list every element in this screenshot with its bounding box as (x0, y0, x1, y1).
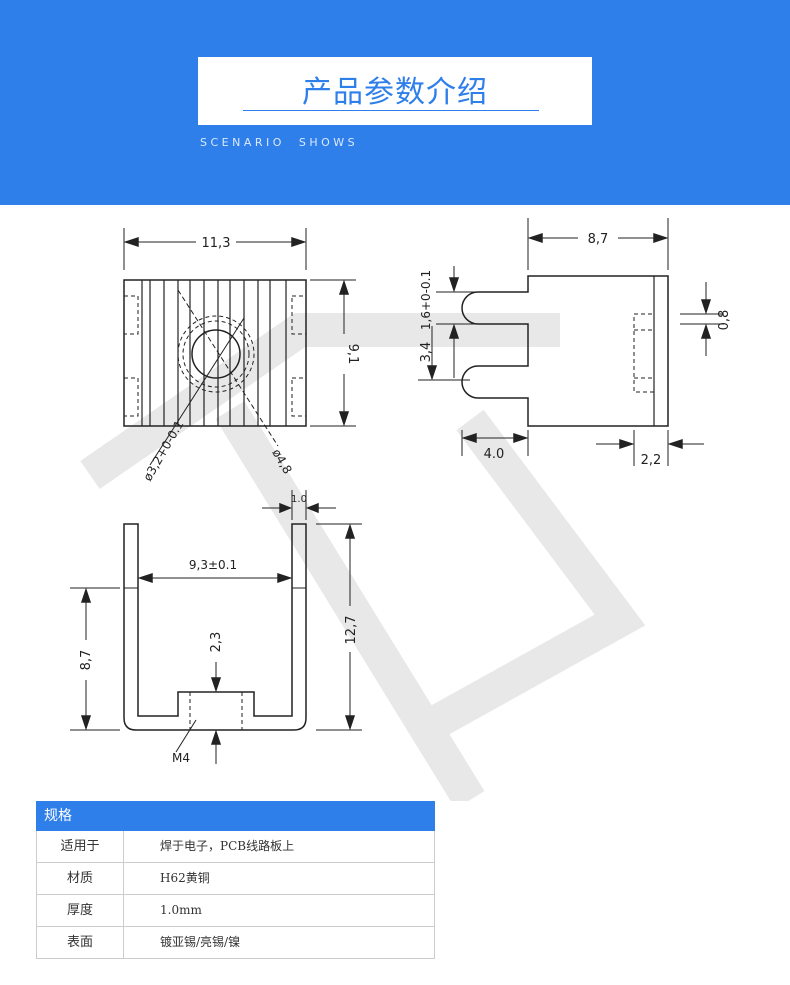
spec-row: 材质 H62黄铜 (37, 863, 434, 895)
dim-side-thick: 0,8 (717, 310, 732, 331)
dim-side-tab: 2,2 (641, 453, 662, 468)
dim-side-gap: 3,4 (419, 342, 434, 363)
dim-front-left: 8,7 (79, 650, 94, 671)
spec-table: 规格 适用于 焊于电子，PCB线路板上 材质 H62黄铜 厚度 1.0mm 表面… (36, 801, 435, 959)
dim-side-slot: 1,6+0-0.1 (419, 270, 433, 330)
spec-value: 镀亚锡/亮锡/镍 (160, 935, 241, 949)
spec-value: 焊于电子，PCB线路板上 (160, 839, 295, 853)
spec-value: 1.0mm (160, 903, 202, 917)
dim-side-width: 8,7 (588, 232, 609, 247)
spec-key: 表面 (37, 927, 124, 958)
dim-thread: M4 (172, 751, 190, 765)
dim-top-height: 9,1 (345, 344, 360, 365)
dim-front-total: 12,7 (344, 616, 359, 645)
spec-key: 适用于 (37, 831, 124, 862)
dim-front-boss: 2,3 (209, 632, 224, 653)
title-underline (243, 110, 539, 111)
page-title: 产品参数介绍 (302, 75, 488, 110)
spec-row: 适用于 焊于电子，PCB线路板上 (37, 831, 434, 863)
dim-top-width: 11,3 (202, 236, 231, 251)
dim-front-thick: 1.0 (291, 494, 307, 505)
dim-side-depth: 4.0 (484, 447, 505, 462)
spec-key: 厚度 (37, 895, 124, 926)
spec-value: H62黄铜 (160, 871, 210, 885)
dim-front-inner: 9,3±0.1 (189, 558, 237, 572)
spec-body: 适用于 焊于电子，PCB线路板上 材质 H62黄铜 厚度 1.0mm 表面 镀亚… (36, 831, 435, 959)
front-view: 1.0 9,3±0.1 8,7 2,3 12,7 M4 (70, 490, 362, 765)
spec-row: 表面 镀亚锡/亮锡/镍 (37, 927, 434, 959)
technical-drawing: 11,3 9,1 ø3,2+0-0.1 ø4,8 8,7 (70, 218, 732, 801)
spec-row: 厚度 1.0mm (37, 895, 434, 927)
side-view: 8,7 1,6+0-0.1 3,4 0,8 4.0 (418, 218, 732, 468)
spec-key: 材质 (37, 863, 124, 894)
page-subtitle: S C E N A R I O S H O W S (200, 136, 355, 149)
spec-header: 规格 (36, 801, 435, 831)
title-box: 产品参数介绍 (198, 57, 592, 125)
header-banner: 产品参数介绍 S C E N A R I O S H O W S (0, 0, 790, 205)
